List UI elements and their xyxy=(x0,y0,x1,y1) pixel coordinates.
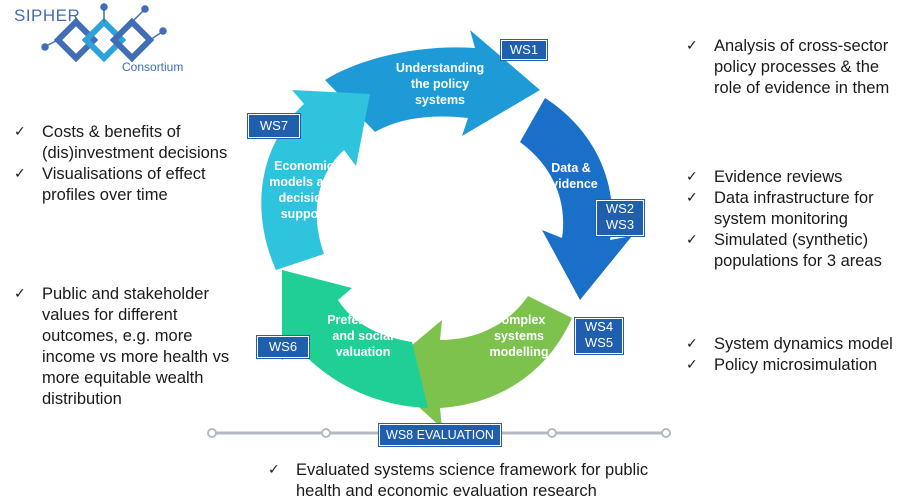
segment-ws1 xyxy=(325,30,540,136)
checkmark-icon: ✓ xyxy=(686,38,698,54)
tag-ws2-ws3: WS2 WS3 xyxy=(596,200,644,236)
sipher-logo: SIPHER Consortium xyxy=(10,2,210,80)
bullet-item: ✓System dynamics model xyxy=(686,335,893,353)
segment-ws6-label: Preferences and social valuation xyxy=(327,313,399,359)
segment-ws7-label: Economic models and decision support xyxy=(269,159,339,221)
bullet-item: ✓Policy microsimulation xyxy=(686,356,878,374)
tag-ws1: WS1 xyxy=(501,40,547,60)
eval-dot xyxy=(661,428,671,438)
segment-ws1-label: Understanding the policy systems xyxy=(395,61,485,107)
eval-dot xyxy=(321,428,331,438)
segment-ws6 xyxy=(282,270,428,408)
right-top-list: ✓Analysis of cross-sector policy process… xyxy=(684,36,899,99)
segment-ws4-label: Complex systems modelling xyxy=(489,313,549,359)
checkmark-icon: ✓ xyxy=(686,336,698,352)
bullet-item: ✓Costs & benefits of (dis)investment dec… xyxy=(14,123,228,162)
checkmark-icon: ✓ xyxy=(686,232,698,248)
bullet-item: ✓Evaluated systems science framework for… xyxy=(268,461,649,500)
eval-dot xyxy=(207,428,217,438)
segment-ws4 xyxy=(380,296,572,428)
logo-mark xyxy=(41,3,167,63)
right-bottom-list: ✓System dynamics model ✓Policy microsimu… xyxy=(684,334,899,376)
bullet-item: ✓Public and stakeholder values for diffe… xyxy=(14,285,230,408)
checkmark-icon: ✓ xyxy=(268,462,280,478)
eval-dot xyxy=(547,428,557,438)
logo-subtitle: Consortium xyxy=(122,60,184,74)
checkmark-icon: ✓ xyxy=(686,169,698,185)
segment-ws2-label: Data & evidence xyxy=(544,161,598,191)
right-mid-list: ✓Evidence reviews ✓Data infrastructure f… xyxy=(684,167,899,272)
bullet-item: ✓Evidence reviews xyxy=(686,168,843,186)
logo-title: SIPHER xyxy=(14,6,81,25)
tag-ws7: WS7 xyxy=(248,114,300,138)
checkmark-icon: ✓ xyxy=(14,166,26,182)
bullet-item: ✓Visualisations of effect profiles over … xyxy=(14,165,206,204)
bullet-item: ✓Data infrastructure for system monitori… xyxy=(686,189,874,228)
tag-ws6: WS6 xyxy=(257,336,309,358)
bullet-item: ✓Simulated (synthetic) populations for 3… xyxy=(686,231,882,270)
bullet-item: ✓Analysis of cross-sector policy process… xyxy=(686,37,890,97)
ws8-evaluation-badge: WS8 EVALUATION xyxy=(379,424,501,446)
checkmark-icon: ✓ xyxy=(14,286,26,302)
left-bottom-list: ✓Public and stakeholder values for diffe… xyxy=(12,284,237,410)
checkmark-icon: ✓ xyxy=(686,190,698,206)
checkmark-icon: ✓ xyxy=(686,357,698,373)
bottom-list: ✓Evaluated systems science framework for… xyxy=(266,460,696,502)
tag-ws4-ws5: WS4 WS5 xyxy=(575,318,623,354)
segment-ws2 xyxy=(520,98,632,300)
left-top-list: ✓Costs & benefits of (dis)investment dec… xyxy=(12,122,247,206)
checkmark-icon: ✓ xyxy=(14,124,26,140)
